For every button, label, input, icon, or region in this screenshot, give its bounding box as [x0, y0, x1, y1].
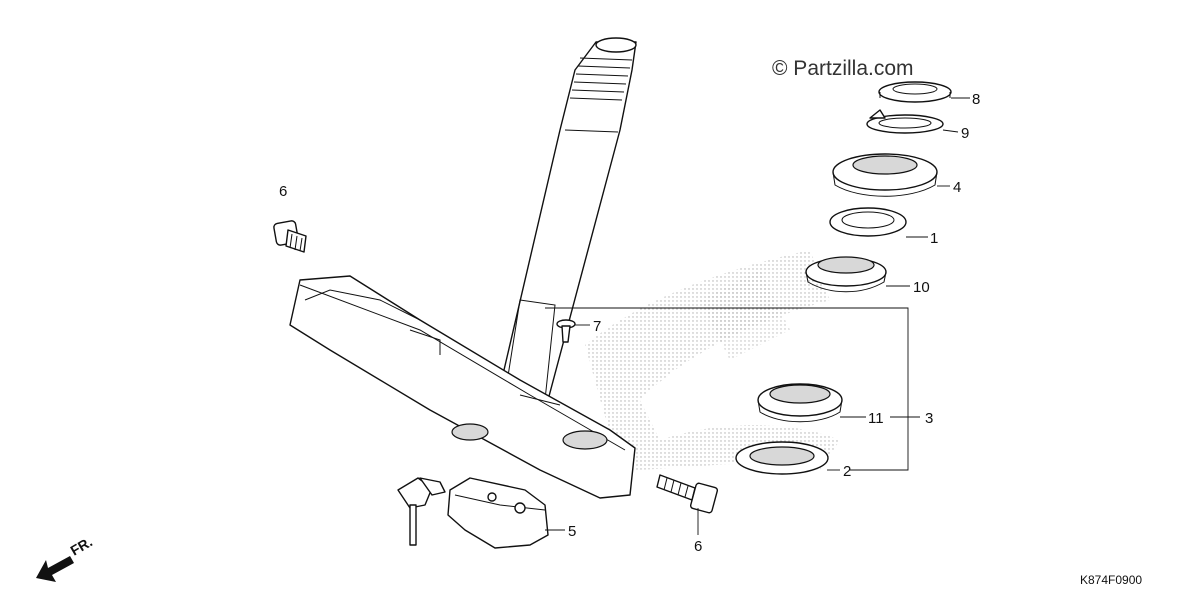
- callouts: 8 9 4 1 10 11 3 2 7 5 6 6: [279, 91, 980, 555]
- steering-lock: [397, 477, 549, 549]
- steering-stem-tube: [489, 37, 637, 431]
- callout-10: 10: [913, 279, 930, 296]
- watermark-text: © Partzilla.com: [772, 57, 914, 80]
- dust-seal-1: [829, 207, 907, 237]
- screw-7: [556, 319, 576, 343]
- front-arrow-icon: FR.: [36, 533, 95, 582]
- lock-nut-8: [878, 81, 952, 103]
- callout-7: 7: [593, 318, 601, 335]
- callout-11: 11: [868, 410, 884, 427]
- diagram-code: K874F0900: [1080, 573, 1142, 587]
- callout-3: 3: [925, 410, 933, 427]
- callout-6-upper: 6: [279, 183, 287, 200]
- bottom-bridge: [289, 275, 636, 499]
- background-emblem: [585, 250, 840, 470]
- seal-ring-2: [735, 441, 829, 475]
- callout-1: 1: [930, 230, 938, 247]
- bearing-11: [757, 383, 843, 423]
- callout-5: 5: [568, 523, 576, 540]
- bolt-lower: [656, 474, 719, 514]
- callout-9: 9: [961, 125, 969, 142]
- callout-4: 4: [953, 179, 961, 196]
- bearing-10: [805, 256, 887, 293]
- cone-race-4: [832, 153, 938, 197]
- front-label: FR.: [68, 533, 96, 558]
- lock-washer-9: [866, 109, 944, 134]
- leader-lines: [545, 97, 970, 535]
- callout-2: 2: [843, 463, 851, 480]
- callout-8: 8: [972, 91, 980, 108]
- bolt-upper: [273, 220, 307, 253]
- callout-6-lower: 6: [694, 538, 702, 555]
